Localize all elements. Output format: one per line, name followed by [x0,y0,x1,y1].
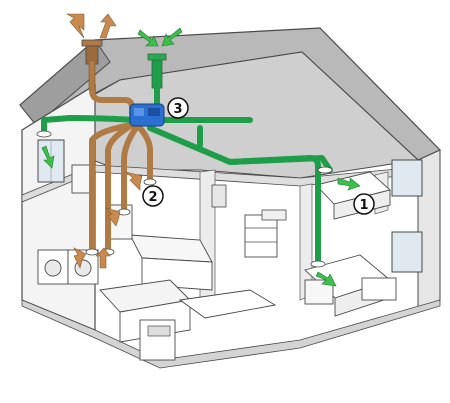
callout-3-label: 3 [173,102,182,117]
fresh-air-ducts [41,85,333,265]
exhaust-duct-outlines [88,64,96,90]
callout-3: 3 [167,97,189,119]
callout-1-label: 1 [359,198,368,213]
exhaust-arrow-icon [65,13,143,269]
callout-2: 2 [142,185,164,207]
callout-2-label: 2 [148,190,157,205]
lower-floor-furniture [37,249,397,361]
air-diffusers [36,130,333,268]
ventilation-unit-icon [129,103,165,127]
fresh-air-arrow-icon [41,27,361,287]
callout-1: 1 [353,193,375,215]
